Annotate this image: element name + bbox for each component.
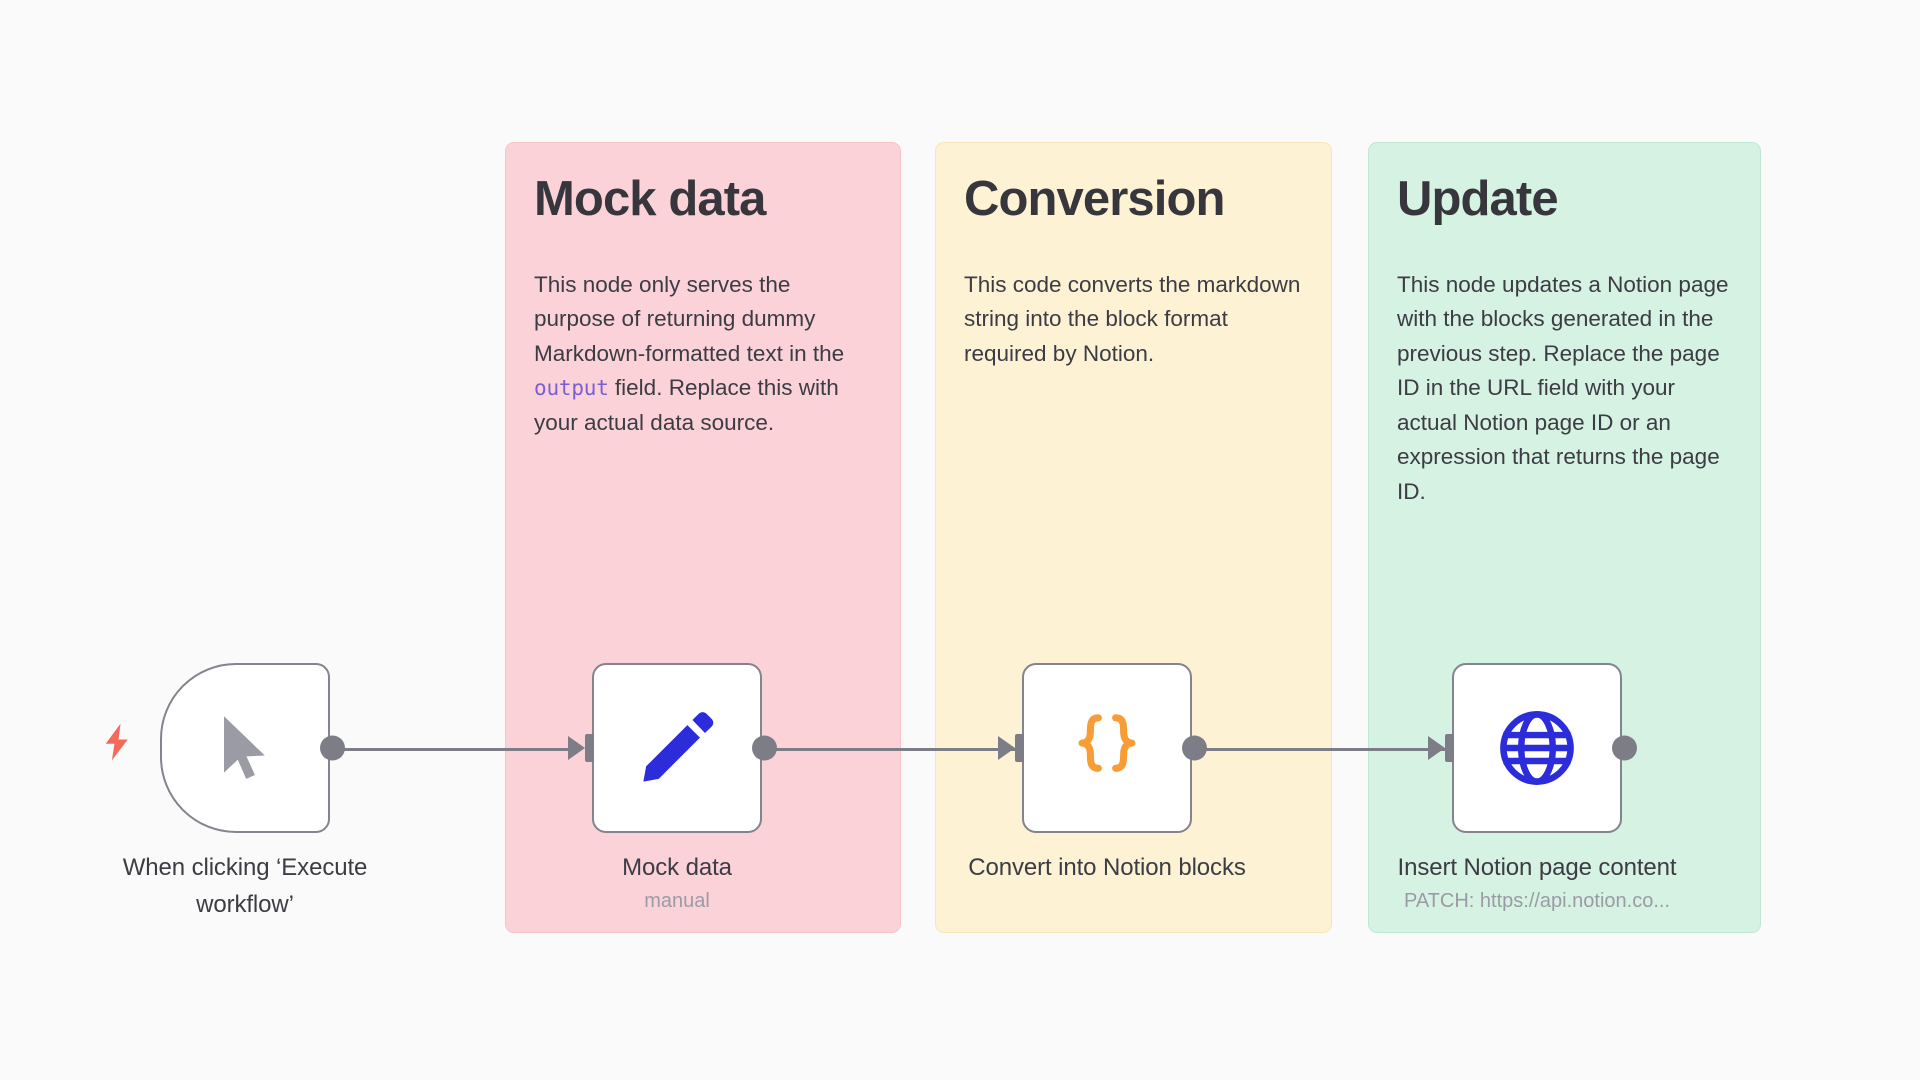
node-body[interactable] — [160, 663, 345, 833]
sticky-note-title: Update — [1397, 172, 1559, 226]
node-body[interactable] — [568, 663, 777, 833]
input-connector-port[interactable] — [1015, 734, 1024, 762]
node-sublabel: PATCH: https://api.notion.co... — [1403, 890, 1671, 912]
node-body[interactable] — [998, 663, 1207, 833]
sticky-note-title: Conversion — [964, 172, 1225, 226]
connection-code-to-http-request[interactable] — [1190, 748, 1448, 751]
sticky-note-body: This node updates a Notion page with the… — [1397, 271, 1729, 504]
sticky-note-body: This node only serves the purpose of ret… — [534, 268, 872, 441]
node-label: When clicking ‘Execute workflow’ — [122, 854, 368, 918]
sticky-note-body: This code converts the markdown string i… — [964, 271, 1301, 366]
input-connector-port[interactable] — [585, 734, 594, 762]
input-arrow-icon — [998, 736, 1015, 760]
input-arrow-icon — [568, 736, 585, 760]
node-label: Convert into Notion blocks — [968, 854, 1246, 881]
sticky-note-body-part-1: This node only serves the purpose of ret… — [534, 271, 845, 366]
curly-braces-icon — [1067, 708, 1147, 788]
lightning-bolt-icon — [100, 722, 134, 762]
node-sublabel: manual — [644, 890, 710, 912]
sticky-note-body-part-2: field. Replace this with your actual dat… — [534, 375, 839, 435]
node-mock-data[interactable]: Mock data manual — [568, 663, 827, 916]
output-connector-dot[interactable] — [1182, 735, 1207, 761]
output-connector-dot[interactable] — [752, 735, 777, 761]
output-connector-dot[interactable] — [320, 735, 345, 761]
connection-mock-data-to-code[interactable] — [760, 748, 1020, 751]
pencil-edit-icon — [634, 705, 720, 791]
cursor-pointer-icon — [214, 712, 276, 784]
sticky-note-code-token: output — [534, 376, 609, 401]
node-convert-into-notion-blocks[interactable]: Convert into Notion blocks — [968, 663, 1257, 886]
node-insert-notion-page-content[interactable]: Insert Notion page content PATCH: https:… — [1398, 663, 1707, 916]
input-connector-port[interactable] — [1445, 734, 1454, 762]
sticky-note-title: Mock data — [534, 172, 766, 226]
globe-icon — [1495, 706, 1579, 790]
node-label: Insert Notion page content — [1397, 854, 1677, 881]
node-label: Mock data — [622, 854, 732, 881]
input-arrow-icon — [1428, 736, 1445, 760]
node-when-clicking-execute-workflow[interactable]: When clicking ‘Execute workflow’ — [123, 663, 395, 923]
node-body[interactable] — [1428, 663, 1637, 833]
connection-trigger-to-mock-data[interactable] — [330, 748, 580, 751]
output-connector-dot[interactable] — [1612, 735, 1637, 761]
